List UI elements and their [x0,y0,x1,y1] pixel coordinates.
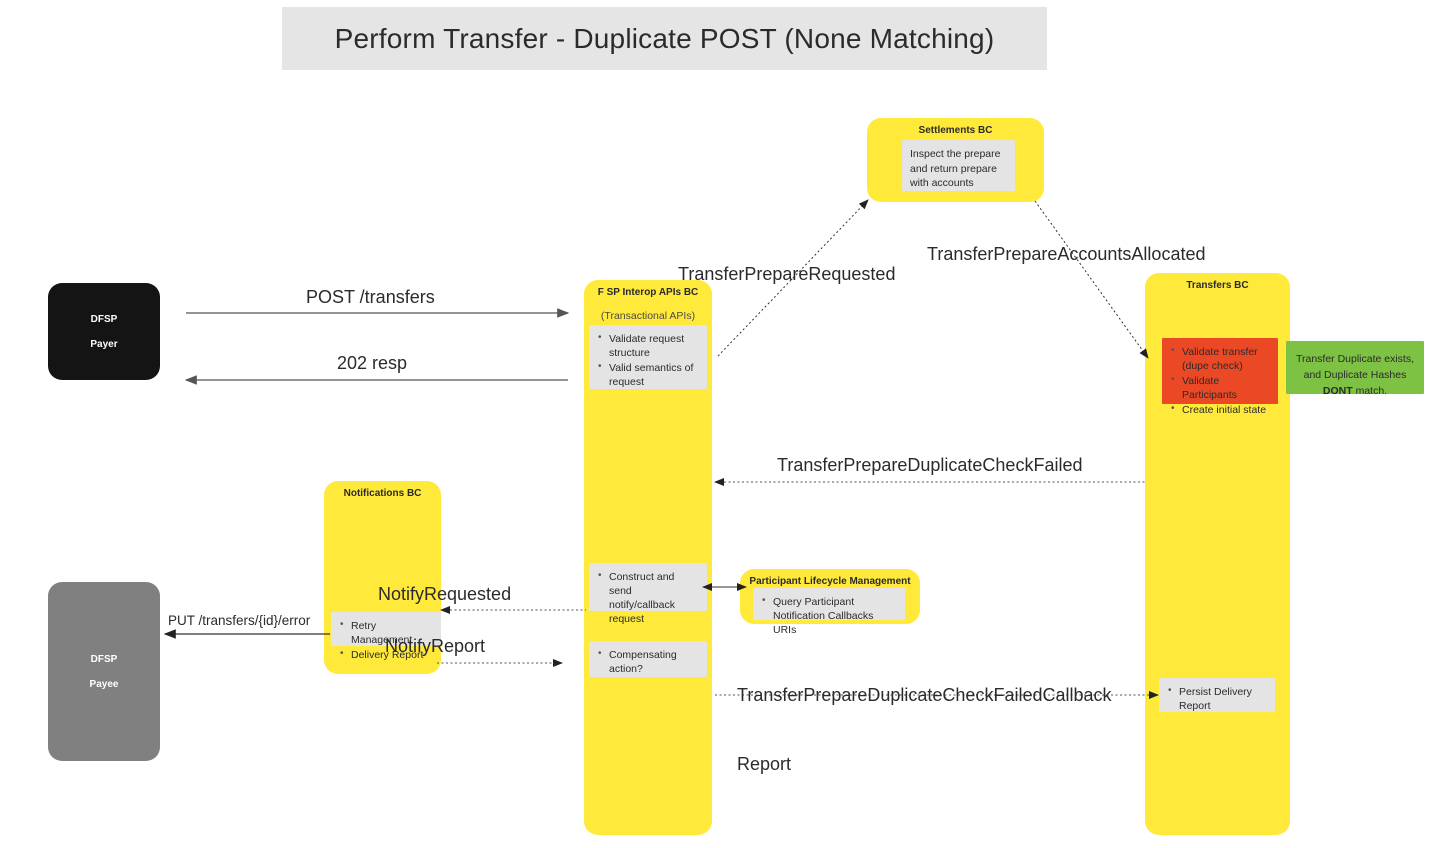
label-notify-report: NotifyReport [385,636,486,656]
lane-transfers-title: Transfers BC [1186,280,1249,291]
list-item: Validate request structure [597,331,699,360]
actor-payer-line2: Payer [90,338,118,350]
actor-dfsp-payer: DFSP Payer [48,283,160,380]
note-validate-request: Validate request structure Valid semanti… [589,325,707,389]
page-title: Perform Transfer - Duplicate POST (None … [334,22,995,54]
label-notify-requested: NotifyRequested [378,584,512,604]
list-item: Query Participant Notification Callbacks… [761,594,897,637]
actor-payee-line1: DFSP [90,653,118,665]
note-persist-delivery-report: Persist Delivery Report [1159,678,1275,712]
list-item: Validate transfer (dupe check) [1170,344,1270,373]
lane-notifications-title: Notifications BC [343,488,422,499]
actor-payer-line1: DFSP [90,313,118,325]
label-post-transfers: POST /transfers [306,287,435,307]
arrow-transfer-prepare-accounts-allocated [1034,200,1149,359]
label-put-transfers-error: PUT /transfers/{id}/error [168,613,311,628]
label-transfer-prepare-requested: TransferPrepareRequested [678,264,896,284]
lane-fsp-interop-subtitle: (Transactional APIs) [600,310,696,322]
label-callback-report-line1: TransferPrepareDuplicateCheckFailedCallb… [737,685,1112,705]
list-item: Retry Management [339,618,433,647]
note-duplicate-hashes: Transfer Duplicate exists, and Duplicate… [1286,341,1424,397]
lane-settlements-title: Settlements BC [918,125,993,136]
lane-settlements-bc: Settlements BC Inspect the prepare and r… [867,118,1044,202]
note-construct-notify: Construct and send notify/callback reque… [589,563,707,625]
actor-dfsp-payee: DFSP Payee [48,582,160,761]
label-duplicate-check-failed-callback-report: TransferPrepareDuplicateCheckFailedCallb… [737,638,1137,822]
diagram-title-bar: Perform Transfer - Duplicate POST (None … [282,7,1047,70]
list-item: Delivery Report [339,647,433,662]
note-settlements-text: Inspect the prepare and return prepare w… [910,148,1001,189]
label-transfer-prepare-accounts-allocated: TransferPrepareAccountsAllocated [927,244,1206,264]
list-item: Construct and send notify/callback reque… [597,569,699,626]
note-duplicate-strong: DONT [1322,385,1353,397]
actor-payee-line2: Payee [89,678,119,690]
note-duplicate-pre: Transfer Duplicate exists, and Duplicate… [1295,353,1415,381]
label-callback-report-line2: Report [737,754,792,774]
list-item: Persist Delivery Report [1167,684,1267,713]
list-item: Valid semantics of request [597,360,699,389]
list-item: Validate Participants [1170,373,1270,402]
lane-participant-lifecycle-title: Participant Lifecycle Management [749,576,911,587]
note-notifications-detail: Retry Management Delivery Report [331,612,441,661]
list-item: Compensating action? [597,647,699,676]
label-202-resp: 202 resp [337,353,408,373]
note-validate-transfer: Validate transfer (dupe check) Validate … [1162,338,1278,416]
note-query-participant: Query Participant Notification Callbacks… [753,588,905,636]
list-item: Create initial state [1170,402,1270,417]
lane-fsp-interop-title: F SP Interop APIs BC [597,287,699,298]
arrow-transfer-prepare-requested [717,199,869,357]
note-compensating-action: Compensating action? [589,641,707,677]
note-duplicate-post: match. [1352,385,1388,397]
note-settlements-inspect: Inspect the prepare and return prepare w… [902,140,1015,191]
label-transfer-prepare-duplicate-check-failed: TransferPrepareDuplicateCheckFailed [777,455,1083,475]
